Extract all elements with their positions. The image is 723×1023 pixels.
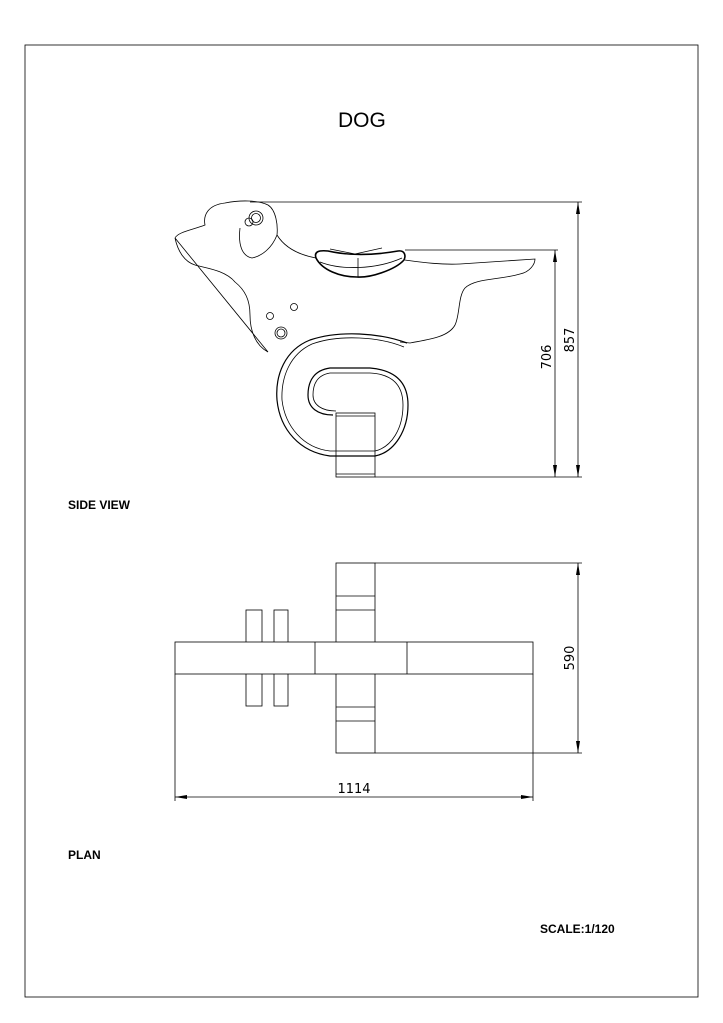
handle-bolt-inner xyxy=(251,213,261,223)
spring-inner xyxy=(281,337,405,452)
side-view-label: SIDE VIEW xyxy=(68,498,131,512)
arrowheads xyxy=(553,202,580,477)
spring-post xyxy=(335,412,376,478)
body-plan xyxy=(174,641,534,675)
dog-body-outline xyxy=(174,200,536,353)
side-view-drawing: 857 706 xyxy=(174,200,582,478)
dimension-706: 706 xyxy=(540,345,555,370)
drawing-title: DOG xyxy=(338,109,386,132)
handle-bolt-outer xyxy=(248,210,264,226)
sheet-frame xyxy=(24,44,699,998)
seat-line xyxy=(319,247,403,277)
dog-ear xyxy=(239,227,278,259)
spring-outer xyxy=(276,333,409,457)
foot-hole xyxy=(266,312,274,320)
dimension-857: 857 xyxy=(563,328,578,353)
dimension-1114: 1114 xyxy=(337,782,370,797)
footrest-bolt-inner xyxy=(276,328,286,338)
plan-drawing: 590 1114 xyxy=(174,562,582,801)
seat xyxy=(314,249,406,278)
footrest-bolt-outer xyxy=(274,326,288,340)
foot-hole xyxy=(290,303,298,311)
dimension-590: 590 xyxy=(563,646,578,671)
scale-label: SCALE:1/120 xyxy=(540,922,615,936)
plan-label: PLAN xyxy=(68,848,101,862)
